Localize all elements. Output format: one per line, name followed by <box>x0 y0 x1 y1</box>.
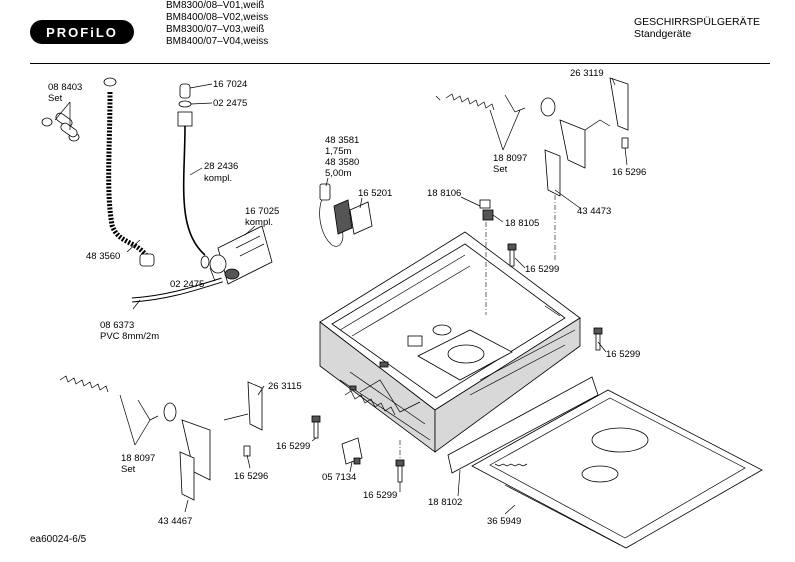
brand-logo: PROFiLO <box>30 20 134 44</box>
drawing-code: ea60024-6/5 <box>30 534 87 545</box>
screw-c <box>311 415 321 439</box>
leader-lines <box>54 77 628 515</box>
label-282436-note: kompl. <box>204 173 232 184</box>
label-188106: 18 8106 <box>427 188 461 199</box>
label-483560: 48 3560 <box>86 251 120 262</box>
label-165201: 16 5201 <box>358 188 392 199</box>
inlet-nut <box>179 83 191 99</box>
label-165299d: 16 5299 <box>363 490 397 501</box>
label-165296a: 16 5296 <box>612 167 646 178</box>
drain-hose <box>106 91 153 264</box>
label-086373-note: PVC 8mm/2m <box>100 331 159 342</box>
model-line: BM8400/07–V04,weiss <box>166 36 269 47</box>
label-263115: 26 3115 <box>268 381 302 392</box>
label-188105: 18 8105 <box>505 218 539 229</box>
aquastop-valve <box>209 225 273 285</box>
bracket-left <box>179 381 263 501</box>
appliance-category: GESCHIRRSPÜLGERÄTE Standgeräte <box>634 16 760 40</box>
model-line: BM8300/08–V01,weiß <box>166 0 265 11</box>
label-088403: 08 8403 <box>48 82 82 93</box>
washer-top <box>178 100 192 108</box>
label-088403-note: Set <box>48 93 63 104</box>
hinge-cap <box>540 97 556 117</box>
model-line: BM8300/07–V03,weiß <box>166 24 265 35</box>
alignment-lines <box>399 195 556 460</box>
category-subtitle: Standgeräte <box>634 28 692 40</box>
label-165299a: 16 5299 <box>525 264 559 275</box>
label-483580: 48 3580 <box>325 157 359 168</box>
label-483580-note: 5,00m <box>325 168 351 179</box>
base-tub <box>319 231 581 453</box>
hinge-cap-left <box>163 402 177 422</box>
label-188102: 18 8102 <box>428 497 462 508</box>
model-list: BM8300/08–V01,weiß BM8400/08–V02,weiss B… <box>166 0 268 48</box>
label-022475a: 02 2475 <box>213 98 247 109</box>
label-057134: 05 7134 <box>322 472 356 483</box>
bracket-right <box>544 77 629 197</box>
hinge-link <box>504 94 526 113</box>
label-165299c: 16 5299 <box>276 441 310 452</box>
part-labels: 08 8403 Set 16 7024 02 2475 28 2436 komp… <box>48 68 646 527</box>
screw-cap <box>479 199 494 221</box>
label-263119: 26 3119 <box>570 68 604 79</box>
label-483581-note: 1,75m <box>325 146 351 157</box>
model-line: BM8400/08–V02,weiss <box>166 12 269 23</box>
label-365949: 36 5949 <box>487 516 521 527</box>
label-188097b-note: Set <box>121 464 136 475</box>
screw-d <box>395 459 405 483</box>
label-188097a-note: Set <box>493 164 508 175</box>
label-282436: 28 2436 <box>204 161 238 172</box>
screw-b <box>593 327 603 351</box>
hose-clamps <box>41 112 80 142</box>
inlet-fitting <box>177 111 193 127</box>
label-086373: 08 6373 <box>100 320 134 331</box>
label-022475b: 02 2475 <box>170 279 204 290</box>
hinge-link-left <box>137 399 159 421</box>
bottom-plate <box>471 389 763 549</box>
spring-left <box>59 375 109 393</box>
inlet-hose <box>182 125 206 256</box>
label-434473: 43 4473 <box>577 206 611 217</box>
category-title: GESCHIRRSPÜLGERÄTE <box>634 16 761 28</box>
label-165296b: 16 5296 <box>234 471 268 482</box>
label-483581: 48 3581 <box>325 135 359 146</box>
spring-right-top <box>445 93 495 111</box>
header-divider <box>30 63 770 64</box>
drain-hose-top <box>103 77 117 87</box>
screw-a <box>507 243 517 267</box>
label-167025: 16 7025 <box>245 206 279 217</box>
drain-hose-end <box>139 253 155 267</box>
power-cable <box>319 183 373 247</box>
label-167024: 16 7024 <box>213 79 247 90</box>
washer-bottom <box>200 255 210 269</box>
fuse-clip <box>341 437 363 465</box>
label-167025-note: kompl. <box>245 217 273 228</box>
label-188097b: 18 8097 <box>121 453 155 464</box>
label-434467: 43 4467 <box>158 516 192 527</box>
insulation-strip <box>447 376 599 474</box>
label-188097a: 18 8097 <box>493 153 527 164</box>
label-165299b: 16 5299 <box>606 349 640 360</box>
